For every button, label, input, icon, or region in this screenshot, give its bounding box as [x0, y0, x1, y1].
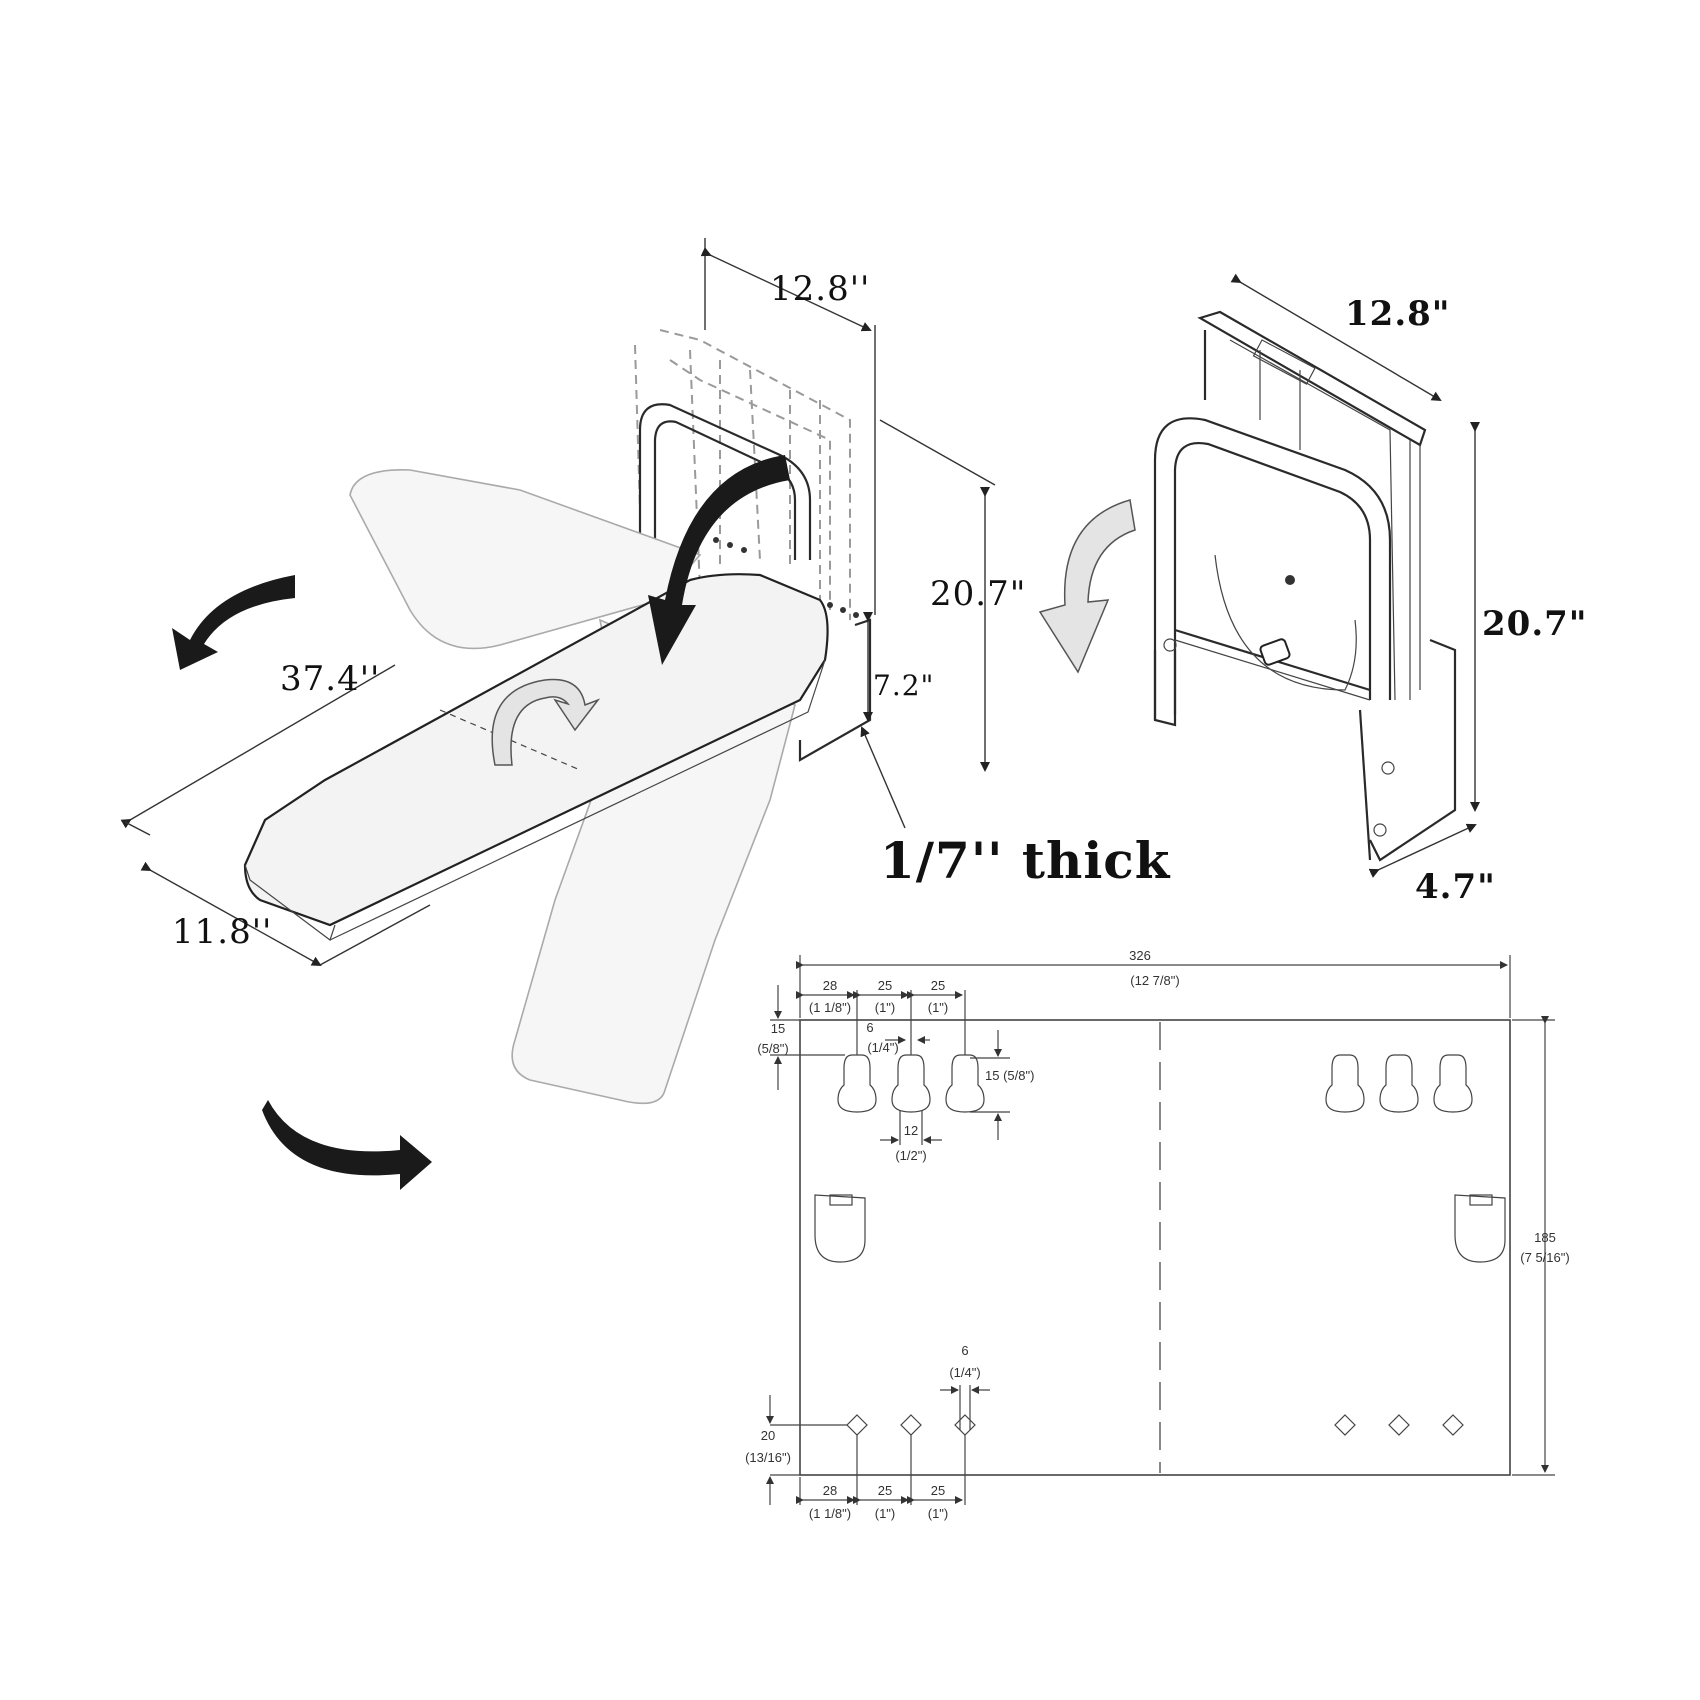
top-offset-label: 15 [771, 1021, 785, 1036]
bottom-offset-label: 20 [761, 1428, 775, 1443]
rotate-arrow-bottom [262, 1100, 432, 1190]
dim-depth-unfolded [700, 238, 876, 615]
top-spacing-3-in: (1") [928, 1000, 949, 1015]
top-spacing-2: 25 [878, 978, 892, 993]
top-spacing-2-in: (1") [875, 1000, 896, 1015]
keyhole-slots-right [1325, 1054, 1473, 1113]
bottom-spacing-2-in: (1") [875, 1506, 896, 1521]
mounting-plate-drawing: 326 (12 7/8") 28 (1 1/8") 25 (1") 25 (1"… [745, 948, 1570, 1521]
depth-label-unfolded: 12.8'' [770, 269, 870, 309]
top-spacing-1: 28 [823, 978, 837, 993]
depth-label-folded: 4.7" [1415, 867, 1496, 907]
mounting-holes [846, 1414, 1464, 1436]
width-label-unfolded: 11.8'' [172, 912, 272, 952]
slot-spacing-inches: (1/2") [895, 1148, 926, 1163]
mounting-screws [713, 537, 859, 618]
fold-arrow-up-down [648, 455, 790, 665]
overall-height-label: 185 [1534, 1230, 1556, 1245]
fold-arrow-folded [1038, 499, 1136, 674]
mounting-plate-outline [799, 1019, 1511, 1476]
top-offset-inches: (5/8") [757, 1041, 788, 1056]
bottom-offset-inches: (13/16") [745, 1450, 791, 1465]
width-label-folded: 12.8" [1345, 294, 1451, 334]
overall-height-inches: (7 5/16") [1520, 1250, 1569, 1265]
bottom-spacing-1-in: (1 1/8") [809, 1506, 851, 1521]
overall-width-label: 326 [1129, 948, 1151, 963]
flip-arrow [491, 678, 601, 766]
bottom-spacing-3-in: (1") [928, 1506, 949, 1521]
thickness-leader [860, 726, 906, 829]
rotate-arrow-left [172, 575, 295, 670]
hole-size-label: 6 [961, 1343, 968, 1358]
slot-spacing-label: 12 [904, 1123, 918, 1138]
bottom-spacing-2: 25 [878, 1483, 892, 1498]
thickness-label: 1/7'' thick [880, 831, 1171, 890]
folded-frame-loop-inner [1173, 441, 1372, 715]
folding-frame-loop [638, 403, 812, 570]
dim-width-folded [1230, 273, 1442, 402]
hole-size-inches: (1/4") [949, 1365, 980, 1380]
overall-width-inches: (12 7/8") [1130, 973, 1179, 988]
height-label-unfolded: 20.7" [930, 574, 1026, 614]
height-label-folded: 20.7" [1482, 604, 1588, 644]
top-spacing-3: 25 [931, 978, 945, 993]
dim-height-unfolded [879, 419, 996, 772]
bottom-spacing-1: 28 [823, 1483, 837, 1498]
slot-length-label: 15 (5/8") [985, 1068, 1034, 1083]
slot-width-inches: (1/4") [867, 1040, 898, 1055]
ghost-board-lower [511, 618, 796, 1105]
bracket-label: 7.2" [873, 669, 934, 702]
keyhole-slots-left [837, 1054, 985, 1113]
folding-frame-loop-inner [653, 420, 797, 570]
top-spacing-1-in: (1 1/8") [809, 1000, 851, 1015]
ghost-board-upper [349, 469, 702, 650]
dim-width-unfolded [140, 861, 431, 966]
hook-cutouts [814, 1194, 1506, 1263]
dim-length [120, 664, 396, 836]
slot-width-label: 6 [866, 1020, 873, 1035]
dim-depth-folded [1368, 823, 1477, 878]
bottom-spacing-3: 25 [931, 1483, 945, 1498]
folded-board-illustration: 12.8" 20.7" 4.7" [1038, 273, 1588, 907]
length-label: 37.4'' [280, 659, 380, 699]
unfolded-board-illustration: 12.8'' 20.7" 7.2" 37.4'' 11.8'' 1/7'' th… [120, 238, 1171, 1190]
folded-frame-loop [1153, 417, 1392, 720]
